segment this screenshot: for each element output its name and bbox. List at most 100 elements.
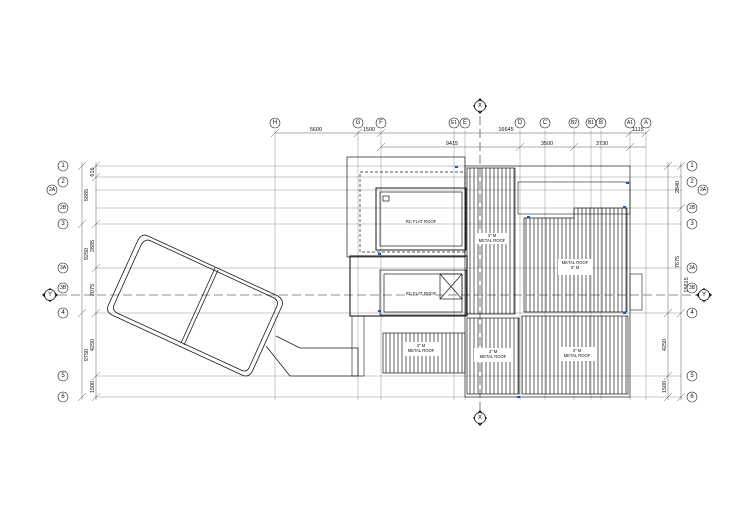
grid-bubble-right-2a: 2A <box>697 184 709 196</box>
svg-text:3B: 3B <box>689 285 696 291</box>
svg-text:2: 2 <box>61 179 65 185</box>
dim-left-9250: 9250 <box>84 248 90 260</box>
metal-roof-low-mid-label-2: METAL ROOF <box>480 354 507 359</box>
grid-bubble-right-2b: 2B <box>686 202 698 214</box>
blue-markers <box>378 166 629 398</box>
svg-text:A1: A1 <box>627 120 633 126</box>
svg-text:6: 6 <box>61 394 65 400</box>
top-dimension-lines <box>270 128 651 152</box>
svg-text:2A: 2A <box>49 187 56 193</box>
grid-bubble-d: D <box>514 117 526 129</box>
dim-top-3500: 3500 <box>541 141 553 147</box>
dim-right-4250: 4250 <box>662 339 668 351</box>
grid-bubble-f: F <box>375 117 387 129</box>
rc-flat-roof-lower-label: RC FLAT ROOF <box>406 291 437 296</box>
svg-text:C: C <box>543 120 548 126</box>
grid-bubble-right-4: 4 <box>686 307 698 319</box>
svg-text:E1: E1 <box>451 120 457 126</box>
svg-text:4: 4 <box>690 310 694 316</box>
dim-top-3730: 3730 <box>596 141 608 147</box>
svg-text:X: X <box>478 415 482 421</box>
grid-bubble-b: B <box>595 117 607 129</box>
grid-bubble-left-2a: 2A <box>46 184 58 196</box>
section-marker-x-bottom: X <box>473 410 487 426</box>
label-backgrounds <box>403 233 595 362</box>
dim-top-1500: 1500 <box>363 127 375 133</box>
dim-left-2885: 2885 <box>90 240 96 252</box>
dim-left-5885: 5885 <box>84 189 90 201</box>
dim-top-9415: 9415 <box>446 141 458 147</box>
grid-bubble-left-1: 1 <box>57 160 69 172</box>
metal-roof-low-left-label-2: METAL ROOF <box>408 348 435 353</box>
right-dimension-lines <box>663 161 686 402</box>
dim-right-15615: 15615 <box>684 277 690 292</box>
dim-left-9750: 9750 <box>84 349 90 361</box>
dim-left-615: 615 <box>90 167 96 176</box>
svg-text:2B: 2B <box>60 205 67 211</box>
grid-bubble-c: C <box>539 117 551 129</box>
grid-bubble-e1: E1 <box>448 117 460 129</box>
section-marker-y-left: Y <box>42 288 58 302</box>
svg-text:5: 5 <box>690 373 694 379</box>
grid-bubble-right-6: 6 <box>686 391 698 403</box>
svg-text:Y: Y <box>48 292 52 298</box>
svg-text:A: A <box>644 120 648 126</box>
svg-text:B2: B2 <box>571 120 577 126</box>
svg-text:1: 1 <box>690 163 694 169</box>
grid-bubble-left-2: 2 <box>57 176 69 188</box>
dim-right-2840: 2840 <box>675 181 681 193</box>
svg-text:2: 2 <box>690 179 694 185</box>
dim-right-1500: 1500 <box>662 381 668 393</box>
dim-top-1115: 1115 <box>632 127 643 133</box>
grid-bubble-right-5: 5 <box>686 370 698 382</box>
grid-bubble-right-3: 3 <box>686 218 698 230</box>
grid-bubble-a: A <box>640 117 652 129</box>
dim-left-4250: 4250 <box>90 339 96 351</box>
svg-text:4: 4 <box>61 310 65 316</box>
grid-bubble-g: G <box>352 117 364 129</box>
metal-roof-right-label-1: METAL ROOF <box>562 260 589 265</box>
grid-bubble-right-3a: 3A <box>686 262 698 274</box>
grid-bubble-right-2: 2 <box>686 176 698 188</box>
grid-bubble-b2: B2 <box>568 117 580 129</box>
grid-bubble-left-3b: 3B <box>57 282 69 294</box>
svg-text:G: G <box>356 120 361 126</box>
dim-top-5600: 5600 <box>310 127 322 133</box>
svg-text:B1: B1 <box>588 120 594 126</box>
grid-bubble-left-3a: 3A <box>57 262 69 274</box>
grid-bubble-b1: B1 <box>585 117 597 129</box>
left-dimension-lines <box>77 161 101 402</box>
svg-text:3: 3 <box>690 221 694 227</box>
svg-text:Y: Y <box>702 292 706 298</box>
dim-left-2075: 2075 <box>90 284 96 296</box>
svg-text:3B: 3B <box>60 285 67 291</box>
metal-roof-mid-label-1: 3" M <box>488 233 497 238</box>
section-marker-y-right: Y <box>696 288 712 302</box>
metal-roof-low-right-label-1: 3" M <box>573 348 582 353</box>
horizontal-grid-lines <box>95 165 682 398</box>
svg-text:B: B <box>599 120 603 126</box>
svg-text:6: 6 <box>690 394 694 400</box>
dim-top-16645: 16645 <box>498 127 513 133</box>
svg-text:5: 5 <box>61 373 65 379</box>
grid-bubble-e: E <box>459 117 471 129</box>
grid-bubble-left-4: 4 <box>57 307 69 319</box>
svg-text:D: D <box>518 120 523 126</box>
rc-roof-upper <box>346 156 467 258</box>
grid-bubble-left-3: 3 <box>57 218 69 230</box>
svg-text:H: H <box>273 120 277 126</box>
svg-text:1: 1 <box>61 163 65 169</box>
metal-roof-low-right-label-2: METAL ROOF <box>564 353 591 358</box>
metal-roof-low-mid-label-1: 3" M <box>489 349 498 354</box>
svg-text:3: 3 <box>61 221 65 227</box>
section-marker-x-top: X <box>473 98 487 114</box>
grid-bubble-right-1: 1 <box>686 160 698 172</box>
grid-bubble-left-5: 5 <box>57 370 69 382</box>
grid-bubble-left-6: 6 <box>57 391 69 403</box>
dim-right-7675: 7675 <box>675 256 681 268</box>
grid-bubble-right-3b: 3B <box>686 282 698 294</box>
svg-text:2B: 2B <box>689 205 696 211</box>
svg-text:E: E <box>463 120 467 126</box>
grid-bubble-h: H <box>269 117 281 129</box>
